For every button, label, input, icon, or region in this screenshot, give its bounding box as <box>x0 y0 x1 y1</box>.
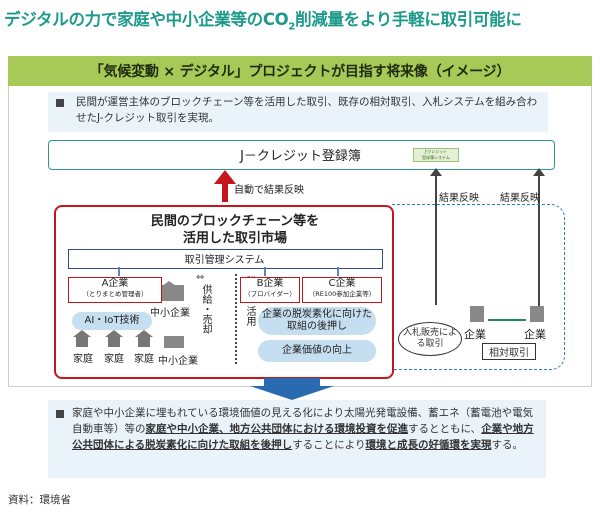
arrow-shaft <box>222 182 228 202</box>
conclusion-text: 家庭や中小企業に埋もれている環境価値の見える化により太陽光発電設備、蓄エネ（蓄電… <box>72 405 542 453</box>
bullet-square-icon <box>56 410 64 418</box>
trade-management-system-label: 取引管理システム <box>184 254 265 266</box>
headline-suffix: 削減量をより手軽に取引可能に <box>295 10 522 29</box>
bullet-square-icon <box>56 99 64 107</box>
company-a-box: A企業 （とりまとめ管理者） <box>68 277 162 303</box>
ai-iot-oval: AI・IoT技術 <box>72 312 152 330</box>
company-b-label: B企業 <box>256 278 284 289</box>
connector-a <box>118 267 120 276</box>
intro-box <box>48 92 548 132</box>
market-title-line1: 民間のブロックチェーン等を <box>150 214 320 229</box>
sme-label: 中小企業 <box>150 308 190 319</box>
source-note: 資料：環境省 <box>8 494 71 506</box>
headline-prefix: デジタルの力で家庭や中小企業等のCO <box>4 10 289 29</box>
decarbonization-label: 企業の脱炭素化に向けた取組の後押し <box>262 309 372 332</box>
ai-iot-label: AI・IoT技術 <box>84 315 140 326</box>
reflect-line-1 <box>435 169 437 305</box>
intro-text: 民間が運営主体のブロックチェーン等を活用した取引、既存の相対取引、入札システムを… <box>76 96 538 124</box>
reflect-label-2: 結果反映 <box>500 193 540 204</box>
conclusion-emphasis-3: 環境と成長の好循環を実現 <box>365 439 492 451</box>
house-roof <box>73 330 91 337</box>
registry-box <box>48 140 555 170</box>
reflect-label-1: 結果反映 <box>439 193 479 204</box>
reflect-arrow-2-icon <box>533 168 545 176</box>
conclusion-text-4: する。 <box>491 439 523 451</box>
conclusion-emphasis-1: 家庭や中小企業、地方公共団体における環境投資を促進 <box>145 423 409 435</box>
connector-b <box>264 267 266 276</box>
conclusion-text-2: するとともに、 <box>408 423 482 435</box>
reflect-arrow-1-icon <box>430 168 442 176</box>
building-icon <box>470 306 484 322</box>
factory-roof <box>162 281 176 286</box>
corporate-value-oval: 企業価値の向上 <box>258 340 376 362</box>
building-icon <box>530 306 544 322</box>
headline: デジタルの力で家庭や中小企業等のCO2削減量をより手軽に取引可能に <box>4 6 596 34</box>
factory-icon <box>162 285 184 301</box>
house-icon <box>108 336 120 347</box>
registry-label: J－クレジット登録簿 <box>240 148 361 164</box>
conclusion-text-3: することにより <box>292 439 366 451</box>
market-title-line2: 活用した取引市場 <box>182 231 287 246</box>
divider-dotted <box>235 274 237 364</box>
home-label-1: 家庭 <box>73 354 93 365</box>
registry-system-icon: J-クレジット 登録簿システム <box>413 148 459 162</box>
registry-icon-line2: 登録簿システム <box>422 154 450 160</box>
dashed-frame <box>392 204 565 370</box>
trade-management-system-box <box>68 249 383 269</box>
decarbonization-oval: 企業の脱炭素化に向けた取組の後押し <box>258 307 376 335</box>
arrow-up-icon <box>214 170 236 184</box>
supply-arrow-icon: ⇔ <box>196 272 205 283</box>
house-icon <box>76 336 88 347</box>
tender-oval: 入札販売による取引 <box>398 322 462 356</box>
supply-sell-label: 供給・売却 <box>200 284 211 334</box>
house-roof <box>135 330 153 337</box>
conclusion-emphasis-2: 企業や地方公共団体による脱炭素化に向けた取組を後押し <box>72 423 534 451</box>
company-b-box: B企業 （プロバイダー） <box>240 277 300 303</box>
company-c-label: C企業 <box>328 278 356 289</box>
house-icon <box>138 336 150 347</box>
company-b-sub: （プロバイダー） <box>244 290 296 298</box>
factory-icon <box>164 336 184 348</box>
company-right-label: 企業 <box>524 328 546 341</box>
conclusion-text-1: 家庭や中小企業に埋もれている環境価値の見える化により太陽光発電設備、蓄エネ（蓄電… <box>72 407 534 435</box>
corporate-value-label: 企業価値の向上 <box>282 345 352 356</box>
arrow-down-icon <box>250 386 334 400</box>
vision-bar: 「気候変動 × デジタル」プロジェクトが目指す将来像（イメージ） <box>8 56 592 86</box>
bilateral-arrow-icon <box>488 319 526 321</box>
company-c-box: C企業 （RE100参加企業等） <box>302 277 382 303</box>
reflect-line-2 <box>538 169 540 314</box>
company-a-sub: （とりまとめ管理者） <box>82 290 148 298</box>
house-roof <box>105 330 123 337</box>
connector-c <box>337 267 339 276</box>
tender-label: 入札販売による取引 <box>402 328 457 349</box>
bilateral-box: 相対取引 <box>482 343 536 360</box>
home-label-3: 家庭 <box>134 354 154 365</box>
market-title: 民間のブロックチェーン等を 活用した取引市場 <box>150 213 320 247</box>
registry-icon-line1: J-クレジット <box>424 149 448 154</box>
headline-subscript: 2 <box>288 21 296 33</box>
company-c-sub: （RE100参加企業等） <box>308 290 376 298</box>
bilateral-label: 相対取引 <box>489 348 529 359</box>
company-left-label: 企業 <box>464 328 486 341</box>
arrow-down-shaft <box>264 378 320 386</box>
auto-reflect-label: 自動で結果反映 <box>234 185 304 196</box>
home-label-2: 家庭 <box>104 354 124 365</box>
sme-label-2: 中小企業 <box>158 356 198 367</box>
conclusion-box <box>48 400 546 478</box>
company-a-label: A企業 <box>101 278 129 289</box>
